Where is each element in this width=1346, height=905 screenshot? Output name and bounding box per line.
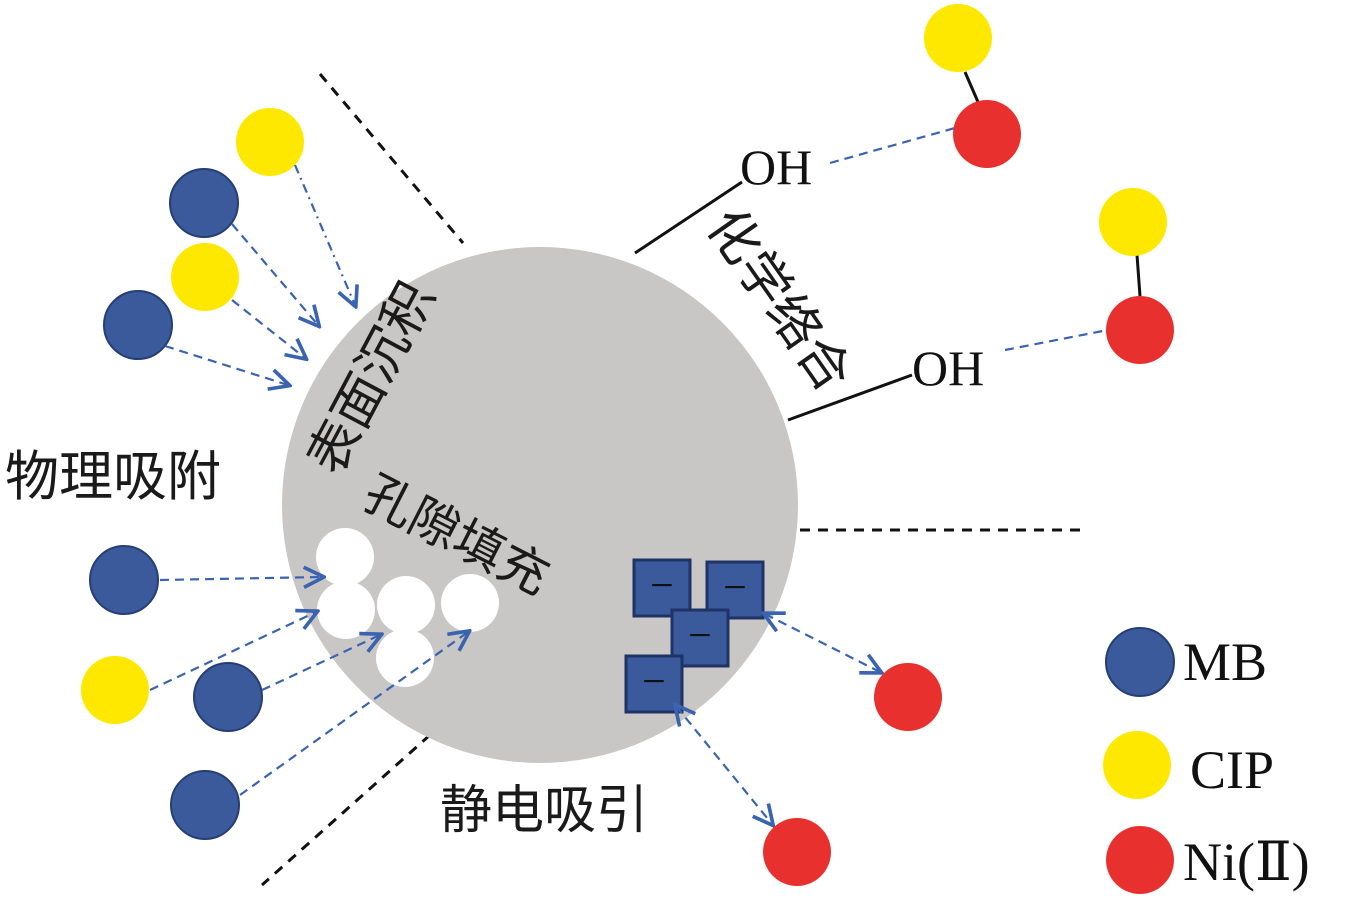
physical-adsorption-label: 物理吸附: [5, 445, 221, 508]
oh-bond-2: [787, 373, 913, 422]
pore-filling-arrow: [159, 577, 322, 580]
cip-molecule: [1099, 188, 1167, 256]
cip-molecule: [924, 4, 992, 72]
pore: [317, 581, 375, 639]
hydroxyl-label-2: OH: [912, 340, 984, 396]
pore: [316, 528, 374, 586]
svg-text:−: −: [642, 659, 666, 705]
adsorption-arrow: [293, 164, 355, 305]
svg-text:Ni(Ⅱ): Ni(Ⅱ): [1183, 832, 1310, 892]
cip-ni-bond-2: [1135, 254, 1142, 297]
pore-filling-arrow: [239, 632, 468, 796]
cip-ni-bond-1: [963, 71, 980, 103]
electrostatic-attraction-label: 静电吸引: [440, 781, 648, 841]
svg-text:−: −: [650, 563, 674, 609]
ni-ion: [953, 100, 1021, 168]
divider-top-left: [318, 73, 465, 244]
electrostatic-arrow: [676, 706, 772, 824]
cip-molecule: [236, 108, 304, 176]
svg-text:−: −: [723, 565, 747, 611]
mb-molecule: [193, 662, 263, 732]
pore: [376, 629, 434, 687]
adsorption-arrow: [231, 299, 305, 358]
pore-filling-arrow: [149, 612, 316, 691]
legend-item-ni: Ni(Ⅱ): [1106, 826, 1310, 894]
complexation-link-2: [1004, 328, 1109, 352]
mb-molecule: [169, 168, 239, 238]
ni-ion: [1106, 296, 1174, 364]
ni-ion: [763, 818, 831, 886]
oh-bond-1: [634, 180, 743, 255]
charge-site: −: [624, 654, 684, 714]
svg-text:MB: MB: [1183, 632, 1267, 692]
complexation-link-1: [829, 126, 956, 165]
adsorption-arrow: [231, 223, 318, 325]
legend-item-cip: CIP: [1103, 731, 1274, 800]
divider-bottom-left: [261, 733, 431, 887]
svg-text:CIP: CIP: [1190, 740, 1274, 800]
pore: [377, 576, 435, 634]
electrostatic-arrow: [765, 614, 880, 672]
hydroxyl-label-1: OH: [740, 139, 812, 195]
charge-site: −: [632, 558, 692, 618]
mb-molecule: [170, 770, 240, 840]
svg-text:−: −: [688, 613, 712, 659]
adsorption-arrow: [164, 344, 288, 385]
mb-molecule: [103, 290, 173, 360]
cip-molecule: [171, 243, 239, 311]
pore-filling-arrow: [261, 635, 380, 691]
legend-item-mb: MB: [1105, 627, 1267, 697]
pore: [441, 574, 499, 632]
ni-ion: [874, 663, 942, 731]
cip-molecule: [81, 656, 149, 724]
mb-molecule: [89, 545, 159, 615]
legend: MB CIP Ni(Ⅱ): [1103, 627, 1310, 894]
charge-site: −: [705, 560, 765, 620]
